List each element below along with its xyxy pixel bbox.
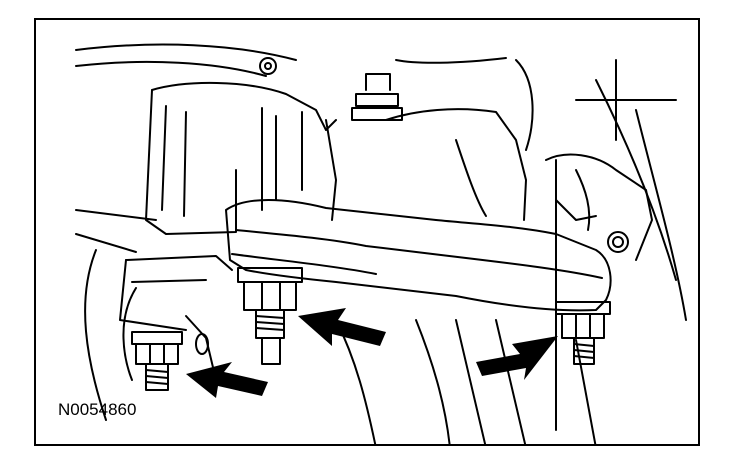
- right-casting: [545, 153, 653, 261]
- bracket-illustration: [75, 43, 687, 444]
- small-hole: [195, 333, 209, 355]
- nut-left: [131, 331, 183, 391]
- arrow-right: [476, 336, 558, 380]
- engine-block-outline: [75, 43, 687, 444]
- arrows: [186, 308, 558, 398]
- figure-id-label: N0054860: [58, 400, 137, 419]
- arrow-left: [186, 362, 268, 398]
- illustration-frame: N0054860: [34, 18, 700, 446]
- arrow-center: [298, 308, 386, 346]
- upper-casting: [145, 57, 534, 235]
- nut-right: [555, 301, 611, 365]
- nut-center: [237, 267, 303, 365]
- mounting-bracket: [119, 199, 612, 381]
